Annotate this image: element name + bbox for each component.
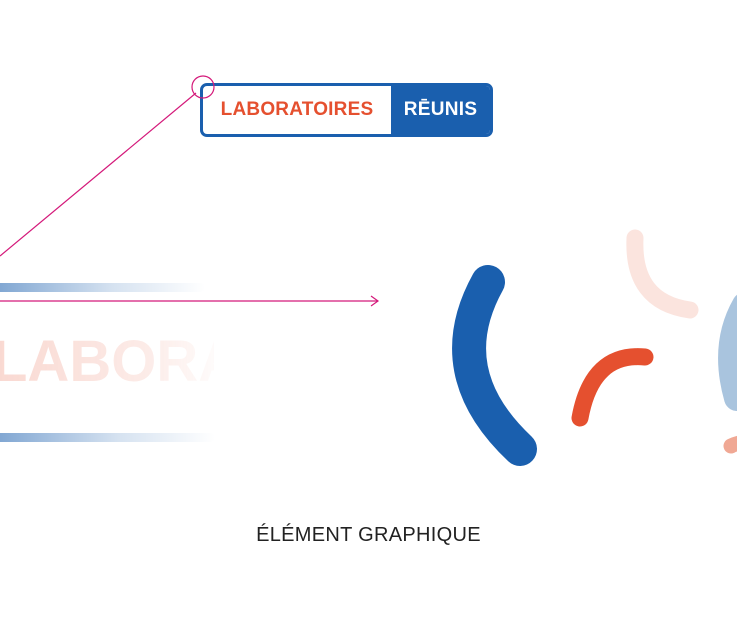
faded-blue-arc-shape <box>718 294 737 411</box>
caption-label: ÉLÉMENT GRAPHIQUE <box>256 524 481 546</box>
logo-left-text: LABORATOIRES <box>220 99 374 120</box>
logo-right-text: RĒUNIS <box>391 86 490 134</box>
brand-logo: LABORATOIRES RĒUNIS <box>200 83 493 137</box>
annotation-circle-icon <box>191 75 215 99</box>
annotation-leader-line <box>0 92 197 257</box>
gradient-bar-bottom <box>0 433 215 442</box>
blue-arc-shape <box>452 265 537 466</box>
faded-red-arc-shape <box>723 435 737 454</box>
red-arc-shape <box>571 348 654 427</box>
faded-pink-arc-shape <box>626 229 699 319</box>
gradient-bar-top <box>0 283 205 292</box>
faded-logo-text: LABORATOIRES <box>0 329 214 394</box>
arrow-right-icon <box>0 295 380 307</box>
